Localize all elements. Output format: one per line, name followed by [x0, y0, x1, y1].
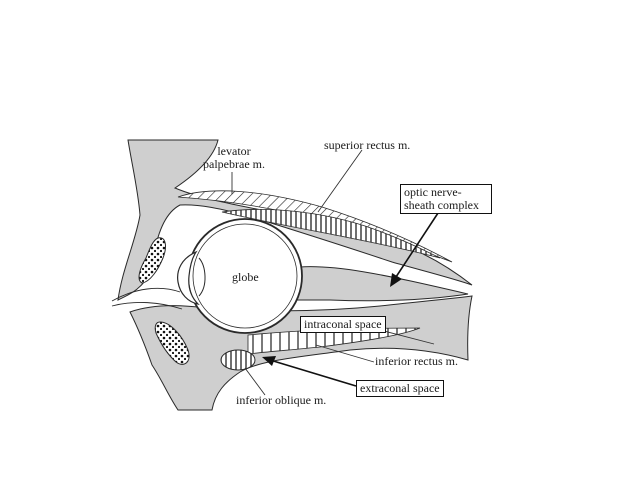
label-inferior-oblique: inferior oblique m. [236, 393, 327, 407]
lens-outline [198, 257, 206, 297]
inferior-oblique-muscle [220, 349, 256, 371]
eyelid-lines [111, 287, 183, 310]
extraconal-arrowhead [262, 356, 276, 366]
label-palpebrae: palpebrae m. [203, 157, 265, 171]
globe-inner-ring [192, 223, 298, 329]
leader-intraconal [379, 329, 435, 345]
label-optic-nerve-sheath-box: optic nerve- sheath complex [400, 184, 492, 214]
label-inferior-rectus: inferior rectus m. [375, 354, 458, 368]
label-superior-rectus: superior rectus m. [324, 138, 411, 152]
leader-inferior-rectus [315, 344, 375, 363]
label-extraconal-space: extraconal space [356, 380, 444, 397]
lower-fat-pad [154, 321, 190, 365]
label-globe: globe [232, 270, 259, 284]
optic-nerve-sheath-complex [289, 266, 469, 302]
cornea-lens [177, 250, 200, 305]
label-optic-nerve-line1: optic nerve- [404, 185, 462, 199]
levator-palpebrae-muscle [177, 190, 453, 263]
label-optic-nerve-line2: sheath complex [404, 198, 479, 212]
upper-fat-pad [138, 237, 166, 284]
optic-nerve-arrow [393, 209, 441, 281]
label-intraconal-space: intraconal space [300, 316, 386, 333]
extraconal-arrow [269, 359, 357, 387]
superior-rectus-muscle [221, 209, 441, 259]
leader-inferior-oblique [244, 367, 266, 396]
optic-nerve-arrowhead [390, 273, 402, 287]
label-levator: levator [217, 144, 251, 158]
leader-superior-rectus [317, 149, 363, 213]
